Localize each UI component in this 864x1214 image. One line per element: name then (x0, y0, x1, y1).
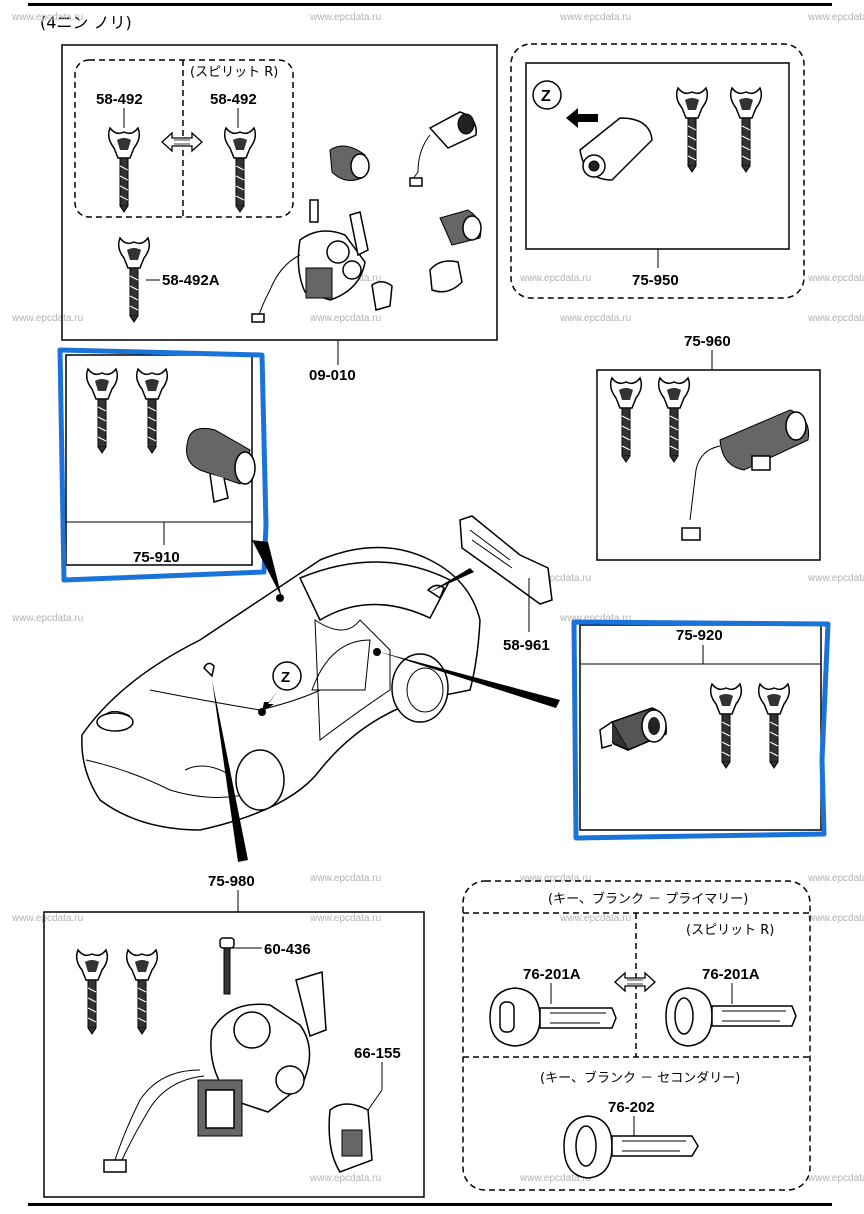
watermark: www.epcdata.ru (807, 273, 864, 284)
part-75-950[interactable]: 75-950 (632, 272, 679, 289)
group-58-961: 58-961 (459, 515, 553, 654)
arrow-icon (566, 108, 598, 128)
watermark: www.epcdata.ru (11, 613, 83, 624)
group-key-blanks: (キー、ブランク － プライマリー) (スピリット R) 76-201A 76-… (462, 880, 811, 1191)
part-66-155[interactable]: 66-155 (354, 1045, 401, 1062)
key-blank-icon (489, 987, 617, 1047)
part-76-201A-left[interactable]: 76-201A (523, 966, 581, 983)
bracket-icon (459, 515, 553, 605)
watermark: www.epcdata.ru (559, 613, 631, 624)
lock-cylinder-icon (186, 427, 256, 503)
watermark: www.epcdata.ru (519, 873, 591, 884)
watermark: www.epcdata.ru (807, 913, 864, 924)
part-09-010[interactable]: 09-010 (309, 367, 356, 384)
watermark: www.epcdata.ru (309, 873, 381, 884)
bolt-icon (219, 937, 235, 995)
group-75-950: Z 75-950 (510, 43, 805, 299)
key-icon (223, 127, 257, 213)
box-09-010 (61, 44, 498, 341)
part-75-960[interactable]: 75-960 (684, 333, 731, 350)
key-icon (85, 368, 119, 454)
label-key-blank-secondary: (キー、ブランク － セコンダリー) (540, 1070, 740, 1086)
group-75-920: 75-920 (571, 619, 831, 841)
car-illustration: Z (81, 540, 560, 862)
label-spirit-r-2: (スピリット R) (686, 923, 774, 938)
part-76-201A-right[interactable]: 76-201A (702, 966, 760, 983)
lock-cylinder-icon (607, 707, 667, 751)
key-icon (729, 87, 763, 173)
dashed-box-key-blanks (462, 880, 811, 1191)
switch-icon (328, 1103, 373, 1173)
watermark: www.epcdata.ru (559, 913, 631, 924)
part-58-492-right[interactable]: 58-492 (210, 91, 257, 108)
part-58-492-left[interactable]: 58-492 (96, 91, 143, 108)
z-marker-label: Z (541, 88, 551, 105)
label-key-blank-primary: (キー、ブランク － プライマリー) (548, 891, 748, 907)
group-09-010: (スピリット R) 58-492 58-492 58-492A (61, 44, 498, 384)
z-marker-icon (532, 80, 562, 110)
key-icon (709, 683, 743, 769)
key-icon (757, 683, 791, 769)
watermark: www.epcdata.ru (559, 12, 631, 23)
interchangeable-arrow-icon (614, 972, 656, 992)
part-75-980[interactable]: 75-980 (208, 873, 255, 890)
part-58-961[interactable]: 58-961 (503, 637, 550, 654)
key-icon (117, 237, 151, 323)
part-60-436[interactable]: 60-436 (264, 941, 311, 958)
key-icon (75, 949, 109, 1035)
watermark: www.epcdata.ru (519, 273, 591, 284)
watermark: www.epcdata.ru (309, 12, 381, 23)
highlight-75-920 (571, 619, 831, 841)
watermark: www.epcdata.ru (309, 313, 381, 324)
watermark: www.epcdata.ru (309, 1173, 381, 1184)
key-icon (609, 377, 643, 463)
watermark: www.epcdata.ru (519, 573, 591, 584)
group-75-980: 75-980 60-436 66-155 (43, 873, 425, 1198)
watermark: www.epcdata.ru (559, 313, 631, 324)
steering-lock-assembly-icon (251, 111, 482, 323)
watermark: www.epcdata.ru (807, 313, 864, 324)
spirit-r-dashed-box (74, 59, 294, 218)
z-marker-label: Z (281, 669, 290, 686)
key-blank-icon (665, 987, 797, 1047)
dashed-box-75-950 (510, 43, 805, 299)
watermark: www.epcdata.ru (11, 913, 83, 924)
watermark: www.epcdata.ru (519, 1173, 591, 1184)
watermark: www.epcdata.ru (807, 1173, 864, 1184)
watermark: www.epcdata.ru (11, 313, 83, 324)
part-75-920[interactable]: 75-920 (676, 627, 723, 644)
part-58-492A[interactable]: 58-492A (162, 272, 220, 289)
key-icon (135, 368, 169, 454)
key-icon (657, 377, 691, 463)
key-icon (675, 87, 709, 173)
diagram-header: (4ニン ノリ) (40, 13, 132, 32)
watermark: www.epcdata.ru (807, 12, 864, 23)
key-icon (107, 127, 141, 213)
part-75-910[interactable]: 75-910 (133, 549, 180, 566)
label-spirit-r: (スピリット R) (190, 65, 278, 80)
part-76-202[interactable]: 76-202 (608, 1099, 655, 1116)
key-blank-icon (563, 1115, 699, 1179)
watermark: www.epcdata.ru (11, 12, 83, 23)
interchangeable-arrow-icon (161, 132, 203, 152)
z-marker-icon (272, 661, 302, 691)
watermark: www.epcdata.ru (807, 873, 864, 884)
key-icon (125, 949, 159, 1035)
bottom-rule (28, 1203, 832, 1206)
group-75-960: 75-960 (596, 333, 821, 561)
ignition-lock-assembly-icon (103, 971, 327, 1173)
group-75-910: 75-910 (57, 347, 269, 583)
watermark: www.epcdata.ru (807, 573, 864, 584)
watermark: www.epcdata.ru (309, 913, 381, 924)
top-rule (28, 3, 832, 6)
